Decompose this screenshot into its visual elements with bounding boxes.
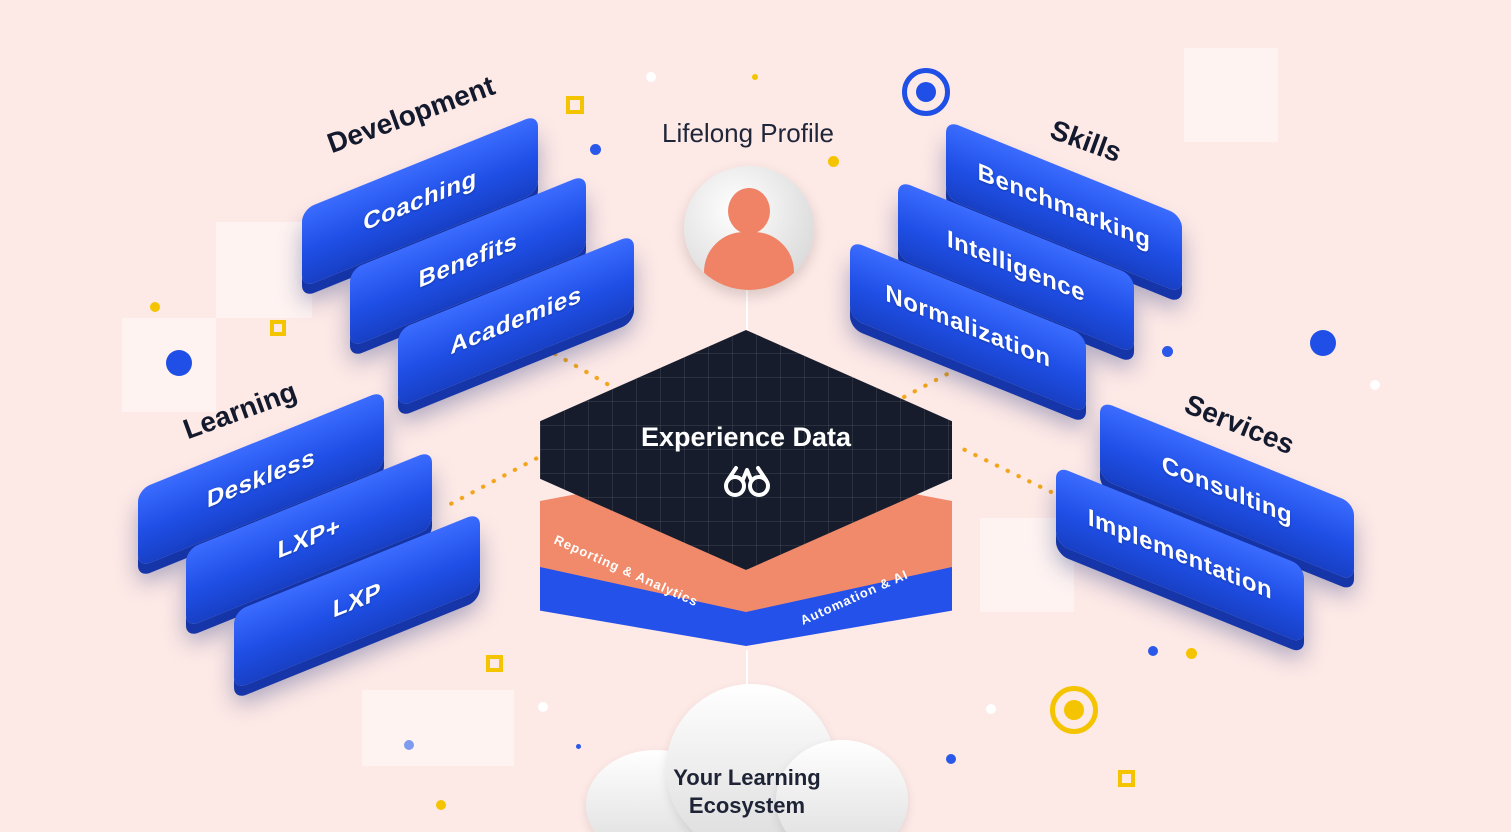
slab-label: LXP xyxy=(332,577,382,624)
link-line-learning xyxy=(445,455,539,509)
experience-data-cube[interactable]: Experience Data Reporting & Analytics Au… xyxy=(540,330,952,660)
group-label-skills: Skills xyxy=(1046,113,1126,169)
decor-dot xyxy=(946,754,956,764)
decor-dot xyxy=(576,744,581,749)
decor-dot xyxy=(166,350,192,376)
decor-dot xyxy=(590,144,601,155)
link-line-services xyxy=(958,445,1054,495)
cloud-label-line1: Your Learning xyxy=(673,765,821,790)
decor-dot xyxy=(986,704,996,714)
decor-ring xyxy=(902,68,950,116)
decor-dot xyxy=(1148,646,1158,656)
decor-dot xyxy=(1186,648,1197,659)
decor-dot xyxy=(436,800,446,810)
profile-label: Lifelong Profile xyxy=(662,118,834,148)
slab-label: LXP+ xyxy=(277,512,341,565)
slab-label: Benefits xyxy=(418,227,518,294)
experience-data-title: Experience Data xyxy=(640,422,852,452)
person-icon xyxy=(728,188,770,234)
decor-dot xyxy=(1162,346,1173,357)
decor-square xyxy=(566,96,584,114)
cloud-connector xyxy=(746,650,748,700)
decor-ring xyxy=(1050,686,1098,734)
glasses-icon xyxy=(724,466,770,497)
bg-square xyxy=(1184,48,1278,142)
decor-square xyxy=(1118,770,1135,787)
decor-dot xyxy=(150,302,160,312)
decor-dot xyxy=(646,72,656,82)
bg-square xyxy=(362,690,514,766)
decor-dot xyxy=(538,702,548,712)
person-icon-body xyxy=(704,232,794,290)
decor-square xyxy=(486,655,503,672)
cloud-label-line2: Ecosystem xyxy=(688,793,806,818)
decor-dot xyxy=(752,74,758,80)
decor-dot xyxy=(404,740,414,750)
profile-avatar[interactable] xyxy=(684,166,814,290)
decor-dot xyxy=(828,156,839,167)
learning-ecosystem-cloud[interactable]: Your Learning Ecosystem xyxy=(580,684,914,832)
decor-square xyxy=(270,320,286,336)
decor-dot xyxy=(1310,330,1336,356)
bg-square xyxy=(216,222,312,318)
cloud-label: Your Learning Ecosystem xyxy=(580,764,914,820)
decor-dot xyxy=(1370,380,1380,390)
cloud-shape xyxy=(776,740,908,832)
